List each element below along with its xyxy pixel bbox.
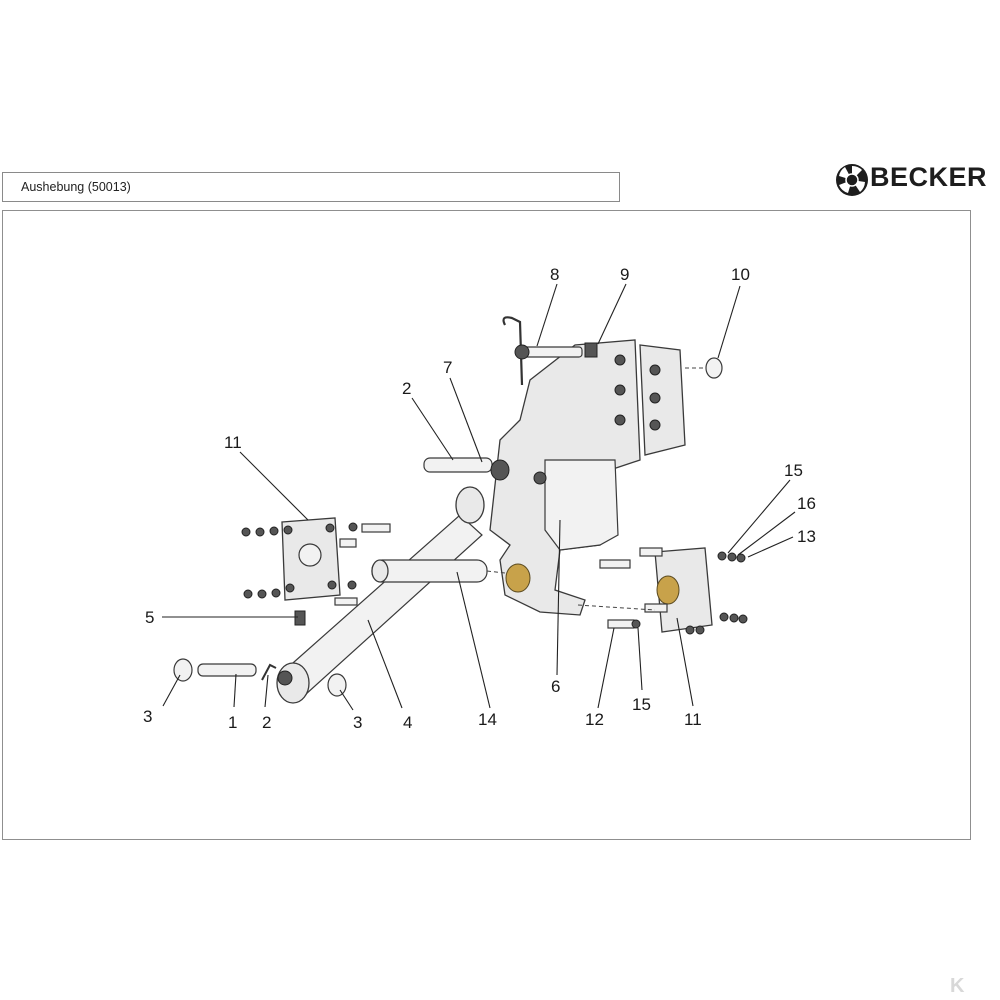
callout-4: 4 — [403, 713, 412, 732]
becker-emblem-icon — [836, 164, 868, 196]
callout-15-bottom: 15 — [632, 695, 651, 714]
callout-2-top: 2 — [402, 379, 411, 398]
title-box: Aushebung (50013) — [2, 172, 620, 202]
left-plate-11 — [241, 517, 391, 606]
page-title: Aushebung (50013) — [21, 180, 131, 194]
diagram-frame — [2, 210, 971, 840]
callout-12: 12 — [585, 710, 604, 729]
callout-14: 14 — [478, 710, 497, 729]
callout-10: 10 — [731, 265, 750, 284]
callout-7: 7 — [443, 358, 452, 377]
callout-3-right: 3 — [353, 713, 362, 732]
grease-nipple-5 — [294, 610, 306, 626]
shaft-14 — [371, 559, 506, 583]
main-bracket — [489, 339, 686, 616]
watermark: K — [950, 975, 965, 997]
callout-3-left: 3 — [143, 707, 152, 726]
handle-pin — [502, 316, 598, 386]
callout-15-top: 15 — [784, 461, 803, 480]
callout-2-bottom: 2 — [262, 713, 271, 732]
callout-5: 5 — [145, 608, 154, 627]
leader-lines — [162, 283, 796, 711]
callout-13: 13 — [797, 527, 816, 546]
callout-numbers: 8 9 10 7 2 11 15 16 13 5 6 3 1 2 3 4 14 … — [143, 265, 816, 732]
pin-7 — [423, 457, 510, 481]
callout-11-right: 11 — [684, 710, 702, 729]
callout-11-left: 11 — [224, 433, 242, 452]
right-plate-11 — [577, 547, 748, 635]
brand-name: BECKER — [870, 162, 988, 192]
brand-logo: BECKER — [832, 158, 1000, 202]
callout-8: 8 — [550, 265, 559, 284]
washer-10 — [705, 357, 723, 379]
callout-9: 9 — [620, 265, 629, 284]
callout-6: 6 — [551, 677, 560, 696]
callout-16: 16 — [797, 494, 816, 513]
lower-pin-assembly — [173, 658, 347, 697]
callout-1: 1 — [228, 713, 237, 732]
